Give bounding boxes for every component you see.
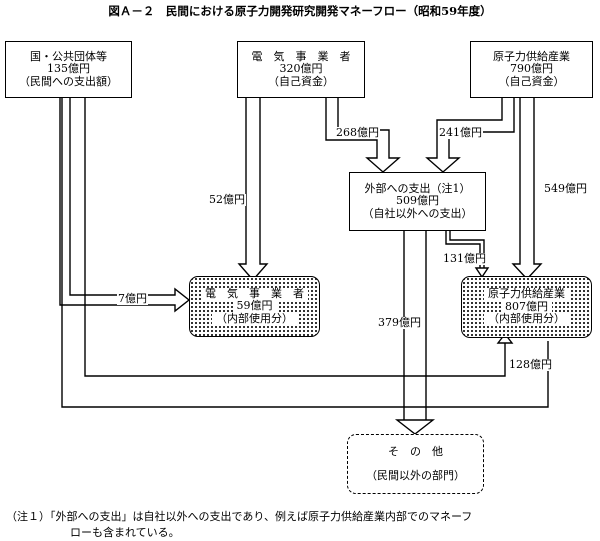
flow-label-nuclear-to-external: 241億円 xyxy=(438,126,483,139)
flow-label-external-to-other: 379億円 xyxy=(377,316,422,329)
node-other: そ の 他 （民間以外の部門） xyxy=(347,434,484,494)
node-other-name: そ の 他 xyxy=(388,445,443,458)
arrow-nuclear-to-internal xyxy=(511,98,543,281)
flow-label-electric-to-external: 268億円 xyxy=(335,126,380,139)
node-gov: 国・公共団体等 135億円 （民間への支出額） xyxy=(5,41,132,98)
arrowhead-to-other xyxy=(394,419,436,435)
node-gov-name: 国・公共団体等 xyxy=(30,49,107,63)
node-external-amount: 509億円 xyxy=(396,194,439,208)
node-external-name: 外部への支出（注1） xyxy=(364,181,471,195)
node-electric-internal-amount: 59億円 xyxy=(232,300,277,313)
node-electric-internal: 電 気 事 業 者 59億円 （内部使用分） xyxy=(189,276,320,337)
node-nuclear-name: 原子力供給産業 xyxy=(493,49,570,63)
node-electric-note: （自己資金） xyxy=(268,74,334,88)
node-gov-note: （民間への支出額） xyxy=(19,74,118,88)
node-electric: 電 気 事 業 者 320億円 （自己資金） xyxy=(237,41,365,98)
flow-label-external-to-nuclear-internal: 131億円 xyxy=(442,252,487,265)
node-nuclear-internal: 原子力供給産業 807億円 （内部使用分） xyxy=(461,276,592,338)
arrowhead-gov-to-nuclear-internal xyxy=(496,332,514,344)
flow-label-electric-to-internal: 52億円 xyxy=(208,193,246,206)
node-external: 外部への支出（注1） 509億円 （自社以外への支出） xyxy=(349,172,486,231)
node-electric-name: 電 気 事 業 者 xyxy=(251,49,351,63)
arrow-electric-to-internal xyxy=(237,98,269,282)
node-nuclear-internal-note: （内部使用分） xyxy=(484,313,569,326)
node-nuclear-internal-amount: 807億円 xyxy=(501,300,552,314)
node-nuclear-note: （自己資金） xyxy=(498,74,565,88)
arrow-gov-to-electric-internal xyxy=(59,98,191,313)
node-nuclear-amount: 790億円 xyxy=(510,62,553,76)
node-gov-amount: 135億円 xyxy=(47,62,90,76)
node-nuclear-internal-name: 原子力供給産業 xyxy=(484,288,569,301)
arrowhead-external-to-nuclear-internal xyxy=(474,267,490,279)
footnote-line-2: ローも含まれている。 xyxy=(70,526,180,539)
line-gov-to-nuclear-internal xyxy=(84,98,506,377)
node-electric-amount: 320億円 xyxy=(279,62,323,76)
node-other-note: （民間以外の部門） xyxy=(366,468,465,482)
node-external-note: （自社以外への支出） xyxy=(362,206,473,220)
flow-label-nuclear-to-internal: 549億円 xyxy=(543,182,588,195)
node-electric-internal-name: 電 気 事 業 者 xyxy=(201,287,308,301)
line-gov-to-other xyxy=(61,98,549,408)
node-nuclear: 原子力供給産業 790億円 （自己資金） xyxy=(470,41,593,98)
node-electric-internal-note: （内部使用分） xyxy=(212,312,297,326)
flow-label-gov-to-electric-internal: 7億円 xyxy=(117,292,148,305)
page-title: 図Ａ－２ 民間における原子力開発研究開発マネーフロー（昭和59年度） xyxy=(108,4,492,18)
flow-label-gov-to-nuclear-internal: 128億円 xyxy=(508,358,553,371)
footnote-line-1: （注１）「外部への支出」は自社以外への支出であり、例えば原子力供給産業内部でのマ… xyxy=(6,510,473,523)
